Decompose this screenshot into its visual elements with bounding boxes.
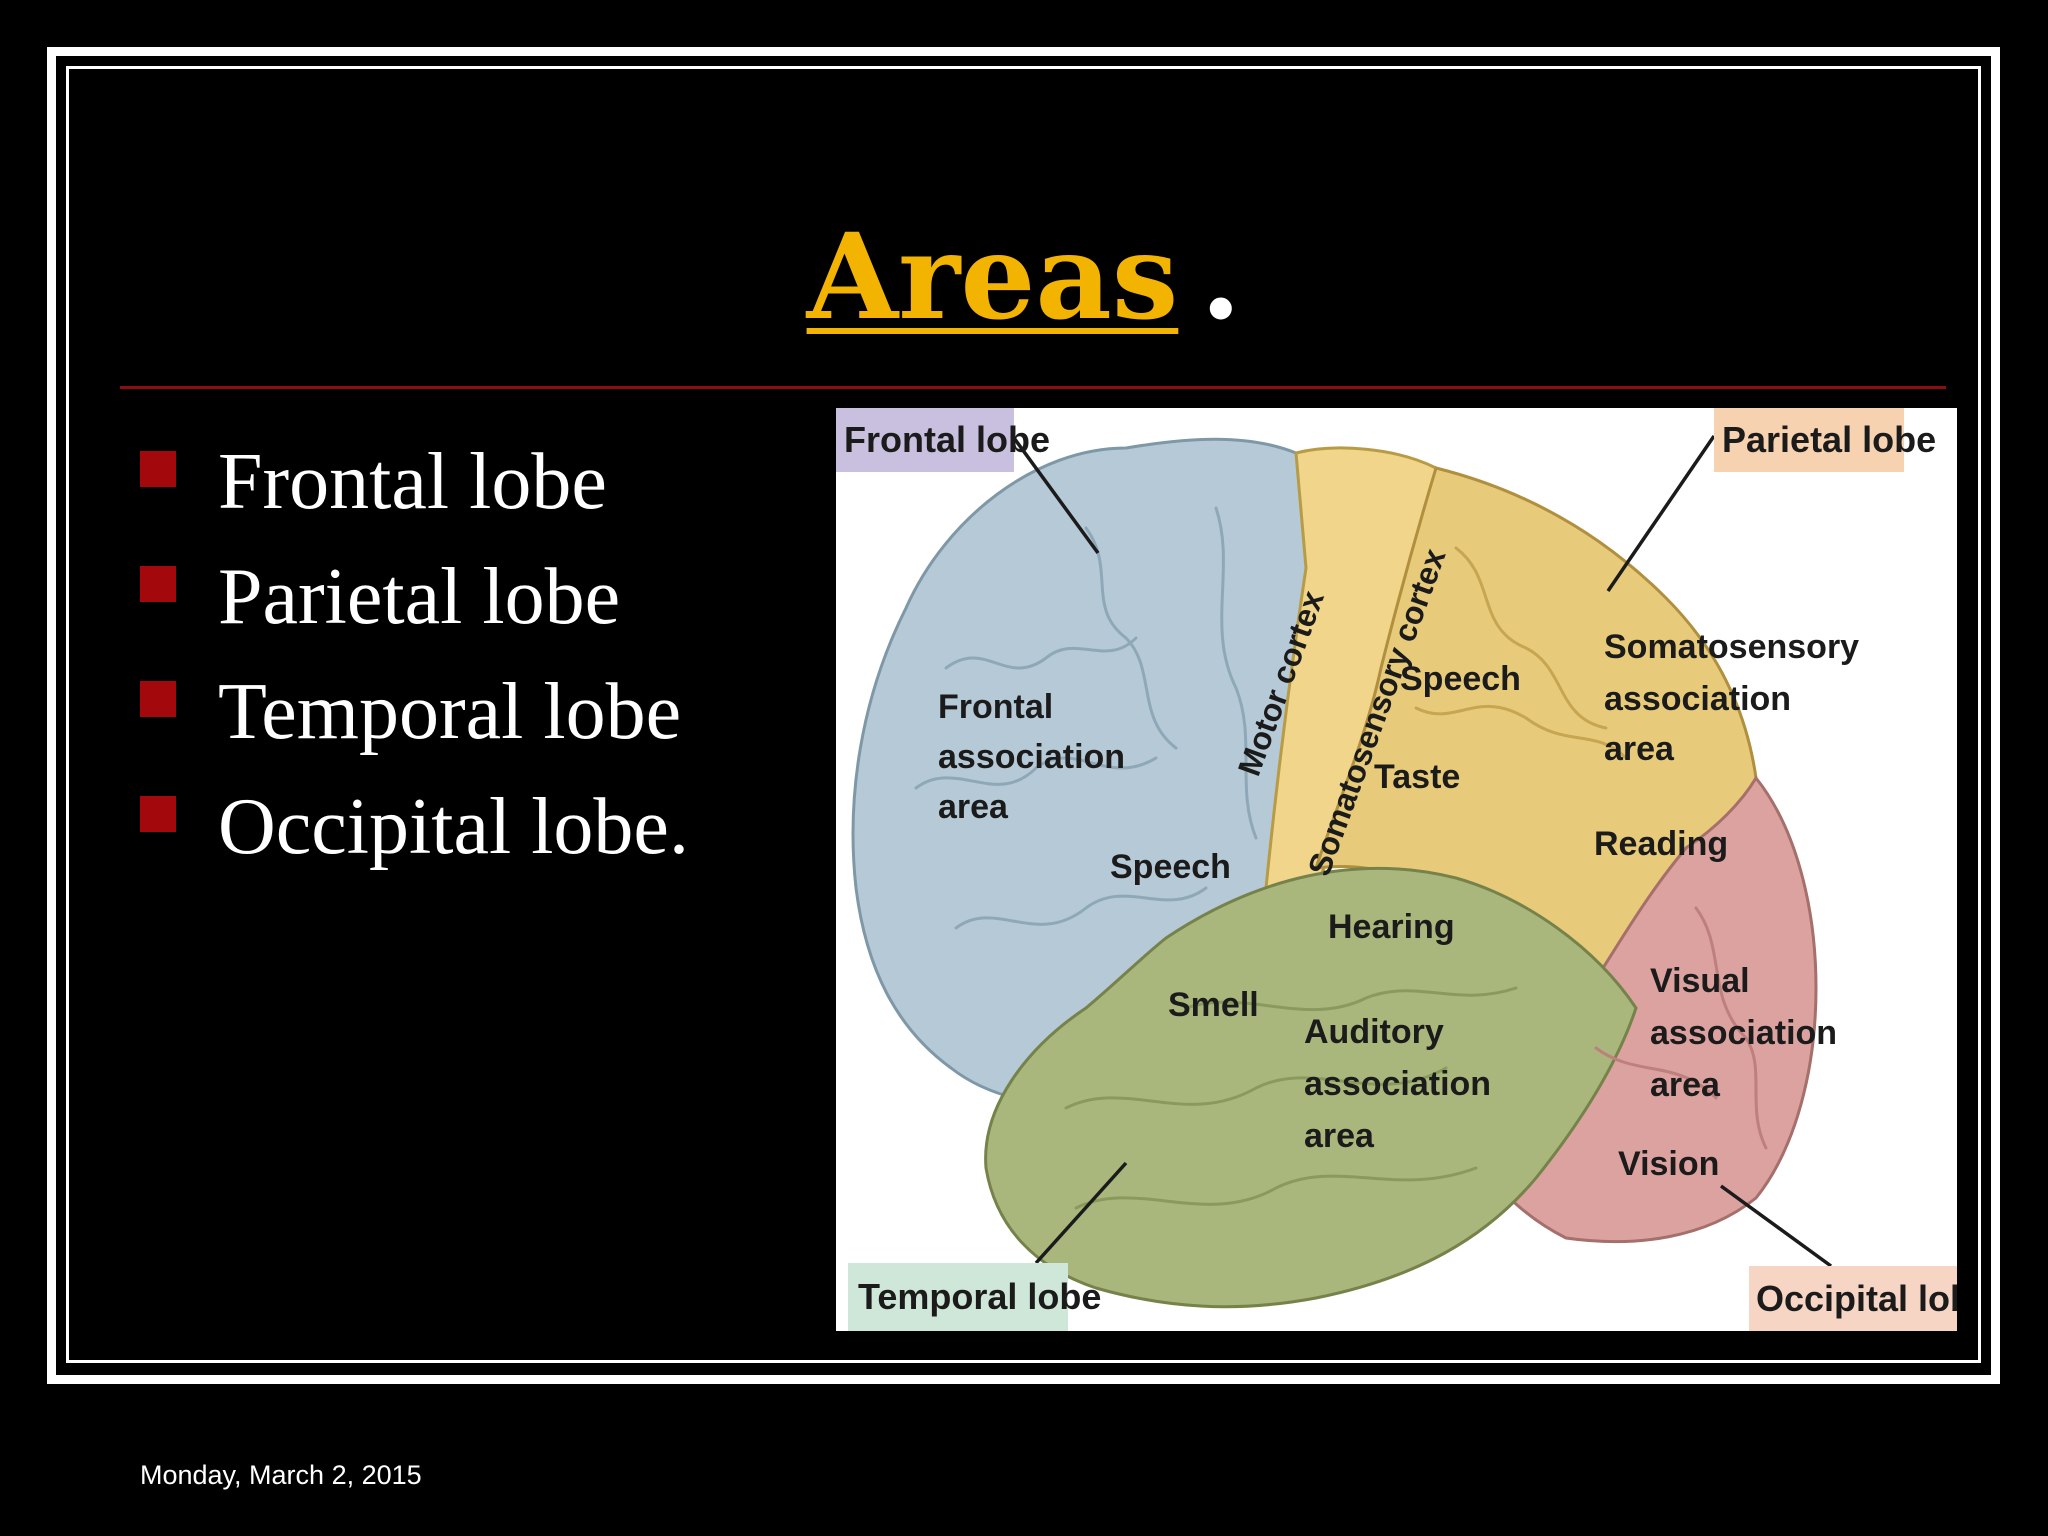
frontal-association-label-1: Frontal (938, 688, 1053, 726)
vision-label: Vision (1618, 1145, 1719, 1183)
somatosensory-association-label-3: area (1604, 730, 1675, 768)
bullet-item: Parietal lobe (140, 540, 689, 655)
brain-diagram: Frontal lobe Parietal lobe Temporal lobe… (836, 408, 1957, 1331)
bullet-item: Frontal lobe (140, 425, 689, 540)
temporal-lobe-tag-text: Temporal lobe (858, 1276, 1101, 1317)
auditory-association-label-2: association (1304, 1065, 1491, 1103)
temporal-lobe-tag (848, 1263, 1068, 1331)
temporal-lobe-region (984, 866, 1638, 1309)
frontal-lobe-tag (836, 408, 1014, 472)
occipital-lobe-tag-text: Occipital lobe (1756, 1278, 1957, 1319)
auditory-association-label-3: area (1304, 1117, 1375, 1155)
reading-label: Reading (1594, 825, 1728, 863)
title-text: Areas (806, 207, 1179, 346)
visual-association-label-1: Visual (1650, 962, 1750, 1000)
bullet-item: Occipital lobe. (140, 770, 689, 885)
footer-date: Monday, March 2, 2015 (140, 1460, 422, 1490)
visual-association-label-2: association (1650, 1014, 1837, 1052)
occipital-lobe-tag (1749, 1266, 1957, 1331)
speech-frontal-label: Speech (1110, 848, 1231, 886)
bullet-text: Temporal lobe (218, 668, 682, 756)
taste-label: Taste (1374, 758, 1460, 796)
bullet-text: Occipital lobe. (218, 783, 689, 871)
slide-title: Areas. (0, 218, 2048, 336)
bullet-square-icon (140, 680, 176, 717)
pointer-lines (1012, 435, 1833, 1268)
brain-illustration: Frontal lobe Parietal lobe Temporal lobe… (836, 408, 1957, 1331)
bullet-square-icon (140, 795, 176, 832)
bullet-list: Frontal lobe Parietal lobe Temporal lobe… (140, 425, 689, 885)
speech-parietal-label: Speech (1400, 660, 1521, 698)
somatosensory-association-label-2: association (1604, 680, 1791, 718)
gyri-lines (914, 506, 1768, 1210)
frontal-association-label-3: area (938, 788, 1009, 826)
auditory-association-label-1: Auditory (1304, 1013, 1444, 1051)
slide-outer-border (47, 47, 2000, 1384)
somatosensory-association-label-1: Somatosensory (1604, 628, 1859, 666)
bullet-text: Parietal lobe (218, 553, 621, 641)
bullet-text: Frontal lobe (218, 438, 607, 526)
frontal-association-label-2: association (938, 738, 1125, 776)
parietal-lobe-tag-text: Parietal lobe (1722, 419, 1936, 460)
title-divider (120, 386, 1946, 389)
bullet-item: Temporal lobe (140, 655, 689, 770)
title-suffix: . (1200, 207, 1242, 346)
parietal-lobe-tag (1714, 408, 1904, 472)
slide-inner-border (66, 66, 1981, 1363)
bullet-square-icon (140, 565, 176, 602)
visual-association-label-3: area (1650, 1066, 1721, 1104)
bullet-square-icon (140, 450, 176, 487)
hearing-label: Hearing (1328, 908, 1455, 946)
frontal-lobe-tag-text: Frontal lobe (844, 419, 1050, 460)
smell-label: Smell (1168, 986, 1259, 1024)
